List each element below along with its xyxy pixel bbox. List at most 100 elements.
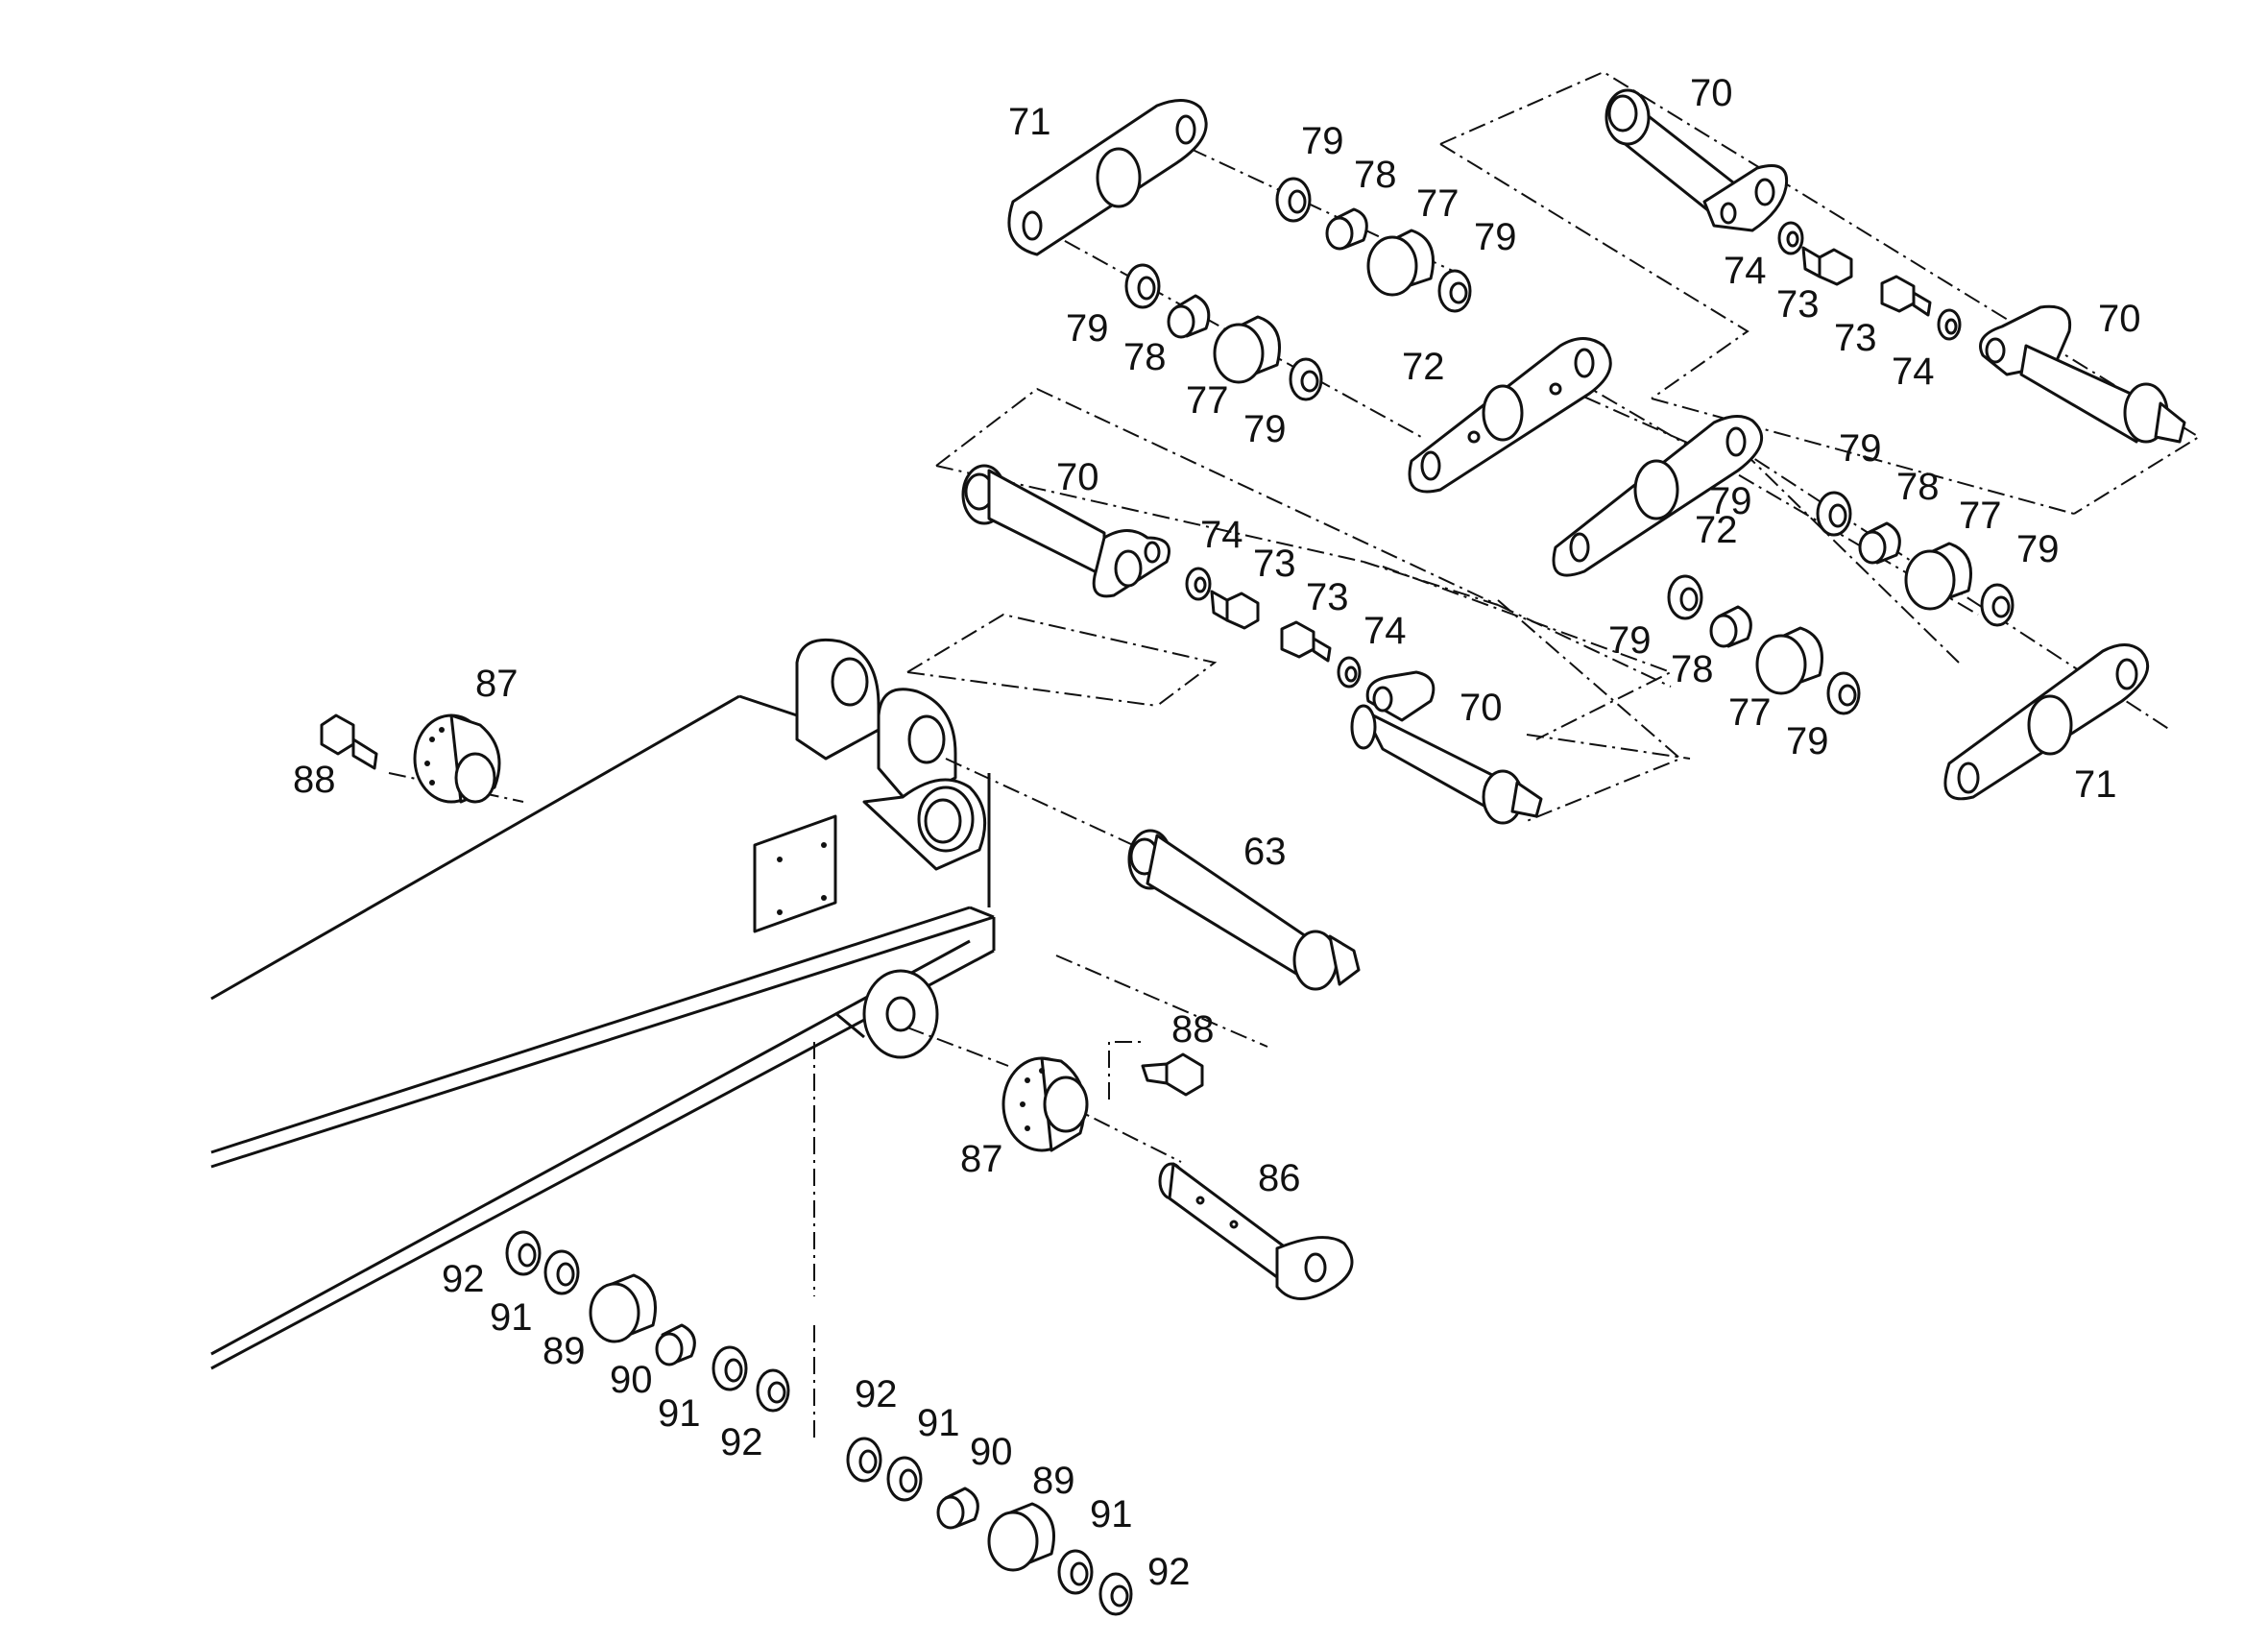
pin-70-right [1979,304,2186,444]
callout-91: 91 [658,1392,701,1435]
callout-73: 73 [1834,317,1877,359]
callout-74: 74 [1200,514,1243,556]
washer-79-c [1124,263,1161,309]
bushing-77-a [1366,229,1435,297]
callout-79: 79 [1474,216,1517,258]
link-plate-71-lower [1943,643,2150,801]
callout-78: 78 [1671,648,1714,690]
callout-70: 70 [1056,456,1099,498]
pin-63 [1127,829,1361,991]
washer-91-a [543,1249,580,1295]
callout-91: 91 [1090,1493,1133,1535]
callout-79: 79 [1243,408,1287,450]
callout-87: 87 [475,663,519,705]
callout-73: 73 [1306,576,1349,618]
callout-72: 72 [1402,346,1445,388]
bolt-73-c [1210,590,1260,630]
callout-77: 77 [1416,182,1460,225]
callout-73: 73 [1776,283,1820,326]
callout-87: 87 [960,1138,1003,1180]
bolt-73-d [1280,620,1332,663]
callout-92: 92 [442,1258,485,1300]
callout-79: 79 [2016,528,2060,570]
washer-91-b [712,1345,748,1391]
callout-92: 92 [855,1373,898,1415]
flange-87-lower [1001,1056,1089,1152]
washer-92-d [1098,1572,1133,1616]
washer-79-b [1437,269,1472,313]
pin-70-top [1604,88,1789,232]
callout-79: 79 [1786,720,1829,762]
callout-88: 88 [1171,1008,1215,1051]
callout-92: 92 [1147,1551,1191,1593]
callout-70: 70 [2098,298,2141,340]
callout-71: 71 [2074,763,2117,806]
callout-74: 74 [1892,351,1935,393]
callout-79: 79 [1066,307,1109,350]
washer-79-d [1289,357,1323,401]
callout-79: 79 [1608,619,1652,662]
callout-72: 72 [1695,509,1738,551]
washer-92-c [846,1437,882,1483]
bolt-88-lower [1141,1052,1204,1097]
callout-91: 91 [490,1296,533,1339]
bushing-77-b [1213,315,1281,384]
callout-79: 79 [1301,120,1344,162]
bushing-89-a [589,1273,657,1343]
bushing-89-b [987,1502,1055,1572]
callout-70: 70 [1690,72,1733,114]
callout-78: 78 [1896,466,1940,508]
callout-73: 73 [1253,543,1296,585]
washer-79-a [1275,177,1312,223]
washer-74-d [1337,656,1362,689]
bushing-77-c [1904,542,1972,611]
washer-91-d [1057,1549,1094,1595]
callout-70: 70 [1460,687,1503,729]
washer-79-h [1667,574,1703,620]
link-plate-72-lower [1552,415,1763,577]
callout-78: 78 [1354,154,1397,196]
bushing-90-b [936,1487,979,1530]
callout-71: 71 [1008,101,1051,143]
link-plate-71-upper [1007,99,1208,256]
bushing-78-d [1709,605,1752,648]
callout-86: 86 [1258,1157,1301,1199]
callout-79: 79 [1709,480,1752,522]
bushing-78-b [1167,294,1211,339]
callout-77: 77 [1959,495,2002,537]
callout-79: 79 [1839,427,1882,470]
pin-86 [1158,1162,1354,1300]
washer-74-b [1937,308,1962,341]
callout-77: 77 [1186,379,1229,422]
bushing-78-c [1858,521,1901,565]
bolt-73-a [1801,246,1853,286]
callout-labels: 71 79 78 77 79 79 78 77 79 72 70 74 73 7… [293,72,2141,1593]
callout-91: 91 [917,1402,960,1444]
washer-79-i [1826,671,1861,715]
bushing-78-a [1325,207,1368,251]
callout-90: 90 [610,1359,653,1401]
guide-lines [388,70,2201,1440]
callout-78: 78 [1123,336,1167,378]
callout-63: 63 [1243,831,1287,873]
callout-92: 92 [720,1421,763,1463]
callout-89: 89 [1032,1460,1075,1502]
pin-70-middle [961,464,1170,598]
bushing-90-a [655,1323,696,1366]
bushing-77-d [1755,626,1823,695]
washer-79-g [1980,583,2015,627]
washer-91-c [886,1456,923,1502]
bolt-88-left [320,713,378,770]
boom-arm [210,638,996,1370]
washer-92-a [505,1230,542,1276]
pin-70-lower [1350,670,1543,825]
link-plate-72-upper [1408,337,1612,494]
washer-92-b [756,1368,790,1413]
washer-79-f [1816,491,1852,537]
callout-88: 88 [293,759,336,801]
washer-74-c [1185,567,1212,601]
callout-74: 74 [1363,610,1407,652]
callout-77: 77 [1728,691,1772,734]
callout-74: 74 [1724,250,1767,292]
